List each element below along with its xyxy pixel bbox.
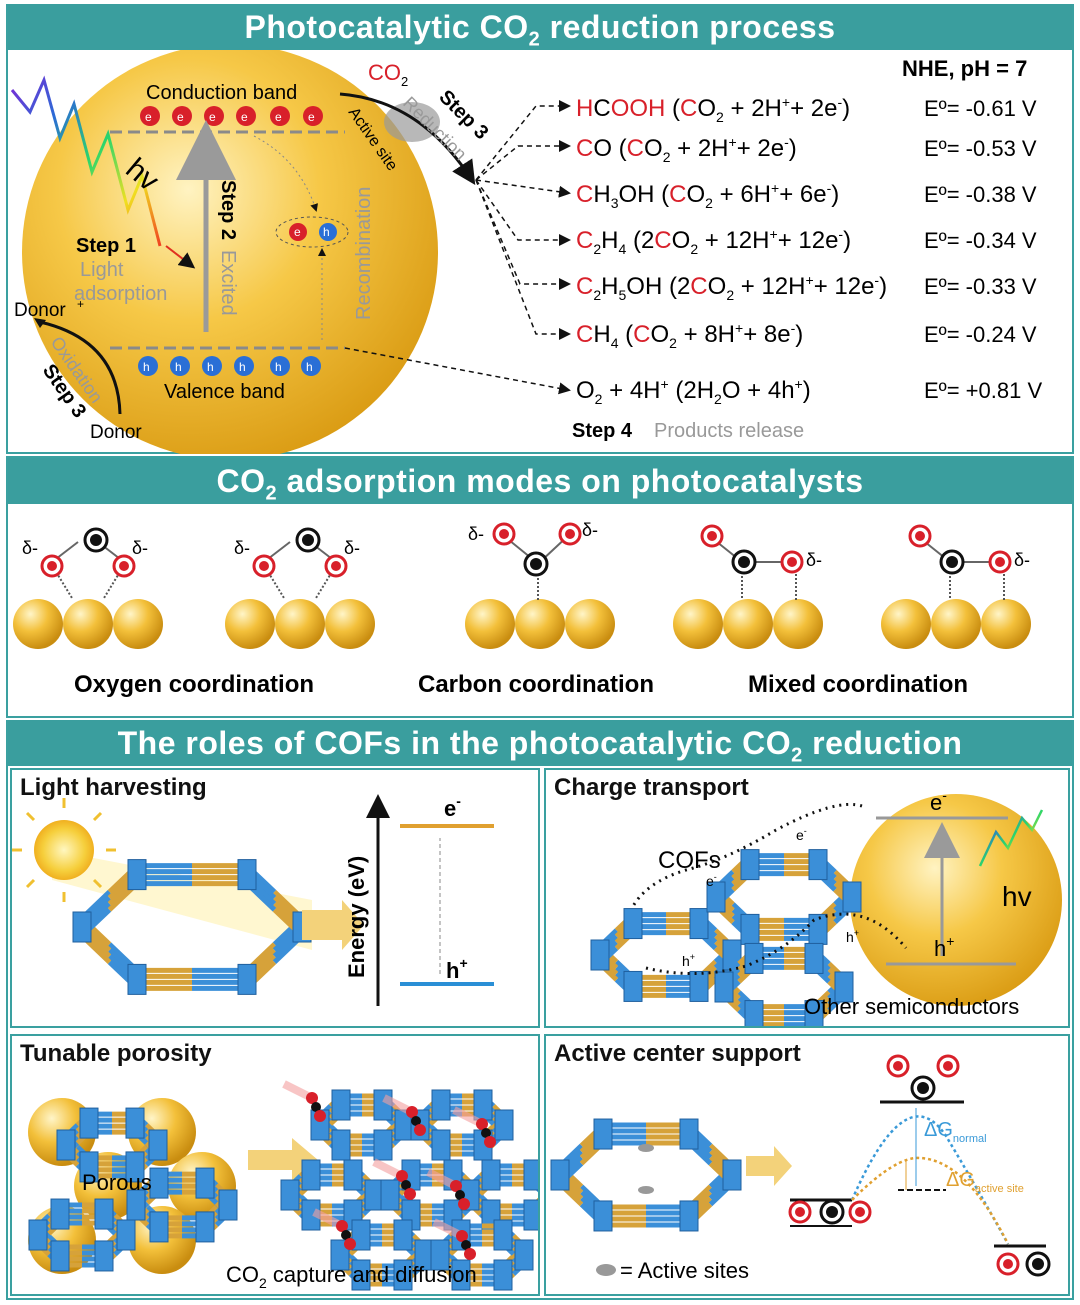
svg-text:e: e bbox=[209, 110, 216, 124]
cof-hexagon-2 bbox=[707, 850, 861, 945]
reaction-list: HCOOH (CO2 + 2H++ 2e-) CO (CO2 + 2H++ 2e… bbox=[576, 94, 887, 407]
label-mixed-coordination: Mixed coordination bbox=[748, 671, 968, 698]
adsorption-mode-1: δ-δ- bbox=[13, 529, 163, 649]
svg-text:adsorption: adsorption bbox=[74, 283, 167, 305]
co-molecule-right bbox=[998, 1253, 1049, 1275]
svg-text:+: + bbox=[77, 297, 84, 311]
co2-molecule-left bbox=[790, 1201, 870, 1223]
svg-text:Eº= -0.61 V: Eº= -0.61 V bbox=[924, 96, 1037, 121]
nhe-label: NHE, pH = 7 bbox=[902, 56, 1027, 81]
svg-text:δ-: δ- bbox=[344, 538, 360, 558]
section3-title: The roles of COFs in the photocatalytic … bbox=[8, 720, 1072, 766]
svg-text:Eº= +0.81 V: Eº= +0.81 V bbox=[924, 378, 1042, 403]
label-carbon-coordination: Carbon coordination bbox=[418, 671, 654, 698]
svg-text:h: h bbox=[275, 360, 282, 374]
other-semiconductors-label: Other semiconductors bbox=[804, 994, 1019, 1019]
svg-text:h: h bbox=[239, 360, 246, 374]
svg-text:δ-: δ- bbox=[132, 538, 148, 558]
pore-frame bbox=[411, 1090, 513, 1160]
co2-molecule bbox=[284, 1084, 326, 1122]
svg-text:e: e bbox=[177, 110, 184, 124]
svg-text:Eº= -0.34 V: Eº= -0.34 V bbox=[924, 228, 1037, 253]
svg-text:h+: h+ bbox=[682, 952, 695, 969]
potential-list: Eº= -0.61 V Eº= -0.53 V Eº= -0.38 V Eº= … bbox=[924, 96, 1042, 403]
svg-text:Eº= -0.24 V: Eº= -0.24 V bbox=[924, 322, 1037, 347]
svg-text:δ-: δ- bbox=[22, 538, 38, 558]
active-site-legend-icon bbox=[596, 1264, 616, 1276]
svg-text:δ-: δ- bbox=[1014, 550, 1030, 570]
svg-text:e: e bbox=[294, 225, 301, 239]
svg-text:Eº= -0.53 V: Eº= -0.53 V bbox=[924, 136, 1037, 161]
step4-desc: Products release bbox=[654, 420, 804, 442]
reaction-o2: O2 + 4H+ (2H2O + 4h+) bbox=[576, 376, 811, 407]
svg-text:h: h bbox=[323, 225, 330, 239]
step4-label: Step 4 bbox=[572, 420, 633, 442]
label-oxygen-coordination: Oxygen coordination bbox=[74, 671, 314, 698]
svg-text:Light: Light bbox=[80, 259, 124, 281]
svg-text:δ-: δ- bbox=[468, 524, 484, 544]
recombination-label: Recombination bbox=[353, 187, 375, 320]
svg-text:δ-: δ- bbox=[234, 538, 250, 558]
porous-label: Porous bbox=[82, 1170, 152, 1195]
donor-label: Donor bbox=[90, 422, 142, 443]
svg-text:h: h bbox=[207, 360, 214, 374]
svg-text:δ-: δ- bbox=[582, 520, 598, 540]
svg-text:CO2: CO2 bbox=[368, 60, 408, 89]
active-sites-legend: = Active sites bbox=[620, 1258, 749, 1283]
cof-hexagon-active bbox=[551, 1119, 741, 1231]
reaction-c2h5oh: C2H5OH (2CO2 + 12H++ 12e-) bbox=[576, 272, 887, 303]
step2-desc: Excited bbox=[217, 250, 239, 316]
sun-icon bbox=[34, 820, 94, 880]
energy-axis-label: Energy (eV) bbox=[344, 856, 369, 978]
svg-text:e-: e- bbox=[796, 826, 807, 843]
section1-title: Photocatalytic CO2 reduction process bbox=[8, 4, 1072, 50]
step2-label: Step 2 bbox=[217, 180, 239, 240]
svg-text:e-: e- bbox=[444, 793, 461, 821]
reaction-ch3oh: CH3OH (CO2 + 6H++ 6e-) bbox=[576, 180, 839, 211]
panel-charge-transport: Charge transport hv h+ e- COFs h+ e- e- … bbox=[544, 768, 1070, 1028]
svg-text:h: h bbox=[143, 360, 150, 374]
co2-capture-caption: CO2 capture and diffusion bbox=[226, 1262, 477, 1291]
svg-text:Eº= -0.38 V: Eº= -0.38 V bbox=[924, 182, 1037, 207]
adsorption-mode-3: δ-δ- bbox=[465, 520, 615, 649]
donor-plus-label: Donor bbox=[14, 300, 66, 321]
conduction-band-label: Conduction band bbox=[146, 82, 297, 104]
co2-molecule-top bbox=[888, 1056, 958, 1099]
adsorption-mode-4: δ- bbox=[673, 526, 823, 649]
svg-text:h: h bbox=[306, 360, 313, 374]
adsorption-mode-5: δ- bbox=[881, 526, 1031, 649]
adsorption-mode-2: δ-δ- bbox=[225, 529, 375, 649]
valence-band-label: Valence band bbox=[164, 381, 285, 403]
section2-title: CO2 adsorption modes on photocatalysts bbox=[8, 458, 1072, 504]
svg-text:ΔGnormal: ΔGnormal bbox=[924, 1119, 987, 1145]
reaction-co: CO (CO2 + 2H++ 2e-) bbox=[576, 134, 797, 165]
step1-label: Step 1 bbox=[76, 235, 136, 257]
svg-text:δ-: δ- bbox=[806, 550, 822, 570]
svg-text:h+: h+ bbox=[446, 955, 468, 983]
active-site-dot bbox=[638, 1144, 654, 1152]
svg-text:e: e bbox=[145, 110, 152, 124]
reaction-c2h4: C2H4 (2CO2 + 12H++ 12e-) bbox=[576, 226, 851, 257]
svg-text:h: h bbox=[175, 360, 182, 374]
reduction-process-diagram: e e e e e e h h h h h h Conduction band … bbox=[0, 50, 1080, 454]
svg-text:e: e bbox=[275, 110, 282, 124]
reaction-hcooh: HCOOH (CO2 + 2H++ 2e-) bbox=[576, 94, 850, 125]
hv-label-2: hv bbox=[1002, 881, 1032, 912]
svg-text:h+: h+ bbox=[846, 928, 859, 945]
panel-tunable-porosity: Tunable porosity Porous CO2 capture and … bbox=[10, 1034, 540, 1296]
svg-text:e: e bbox=[308, 110, 315, 124]
svg-text:Eº= -0.33 V: Eº= -0.33 V bbox=[924, 274, 1037, 299]
reaction-ch4: CH4 (CO2 + 8H++ 8e-) bbox=[576, 320, 803, 351]
adsorption-modes-diagram: δ-δ-δ-δ-δ-δ-δ-δ- Oxygen coordination Car… bbox=[0, 506, 1080, 716]
panel-light-harvesting: Light harvesting Energy (eV) e- h+ bbox=[10, 768, 540, 1028]
svg-text:e: e bbox=[241, 110, 248, 124]
panel-active-center: Active center support = Active sites ΔGn… bbox=[544, 1034, 1070, 1296]
svg-text:ΔGactive site: ΔGactive site bbox=[946, 1169, 1024, 1195]
active-site-dot bbox=[638, 1186, 654, 1194]
